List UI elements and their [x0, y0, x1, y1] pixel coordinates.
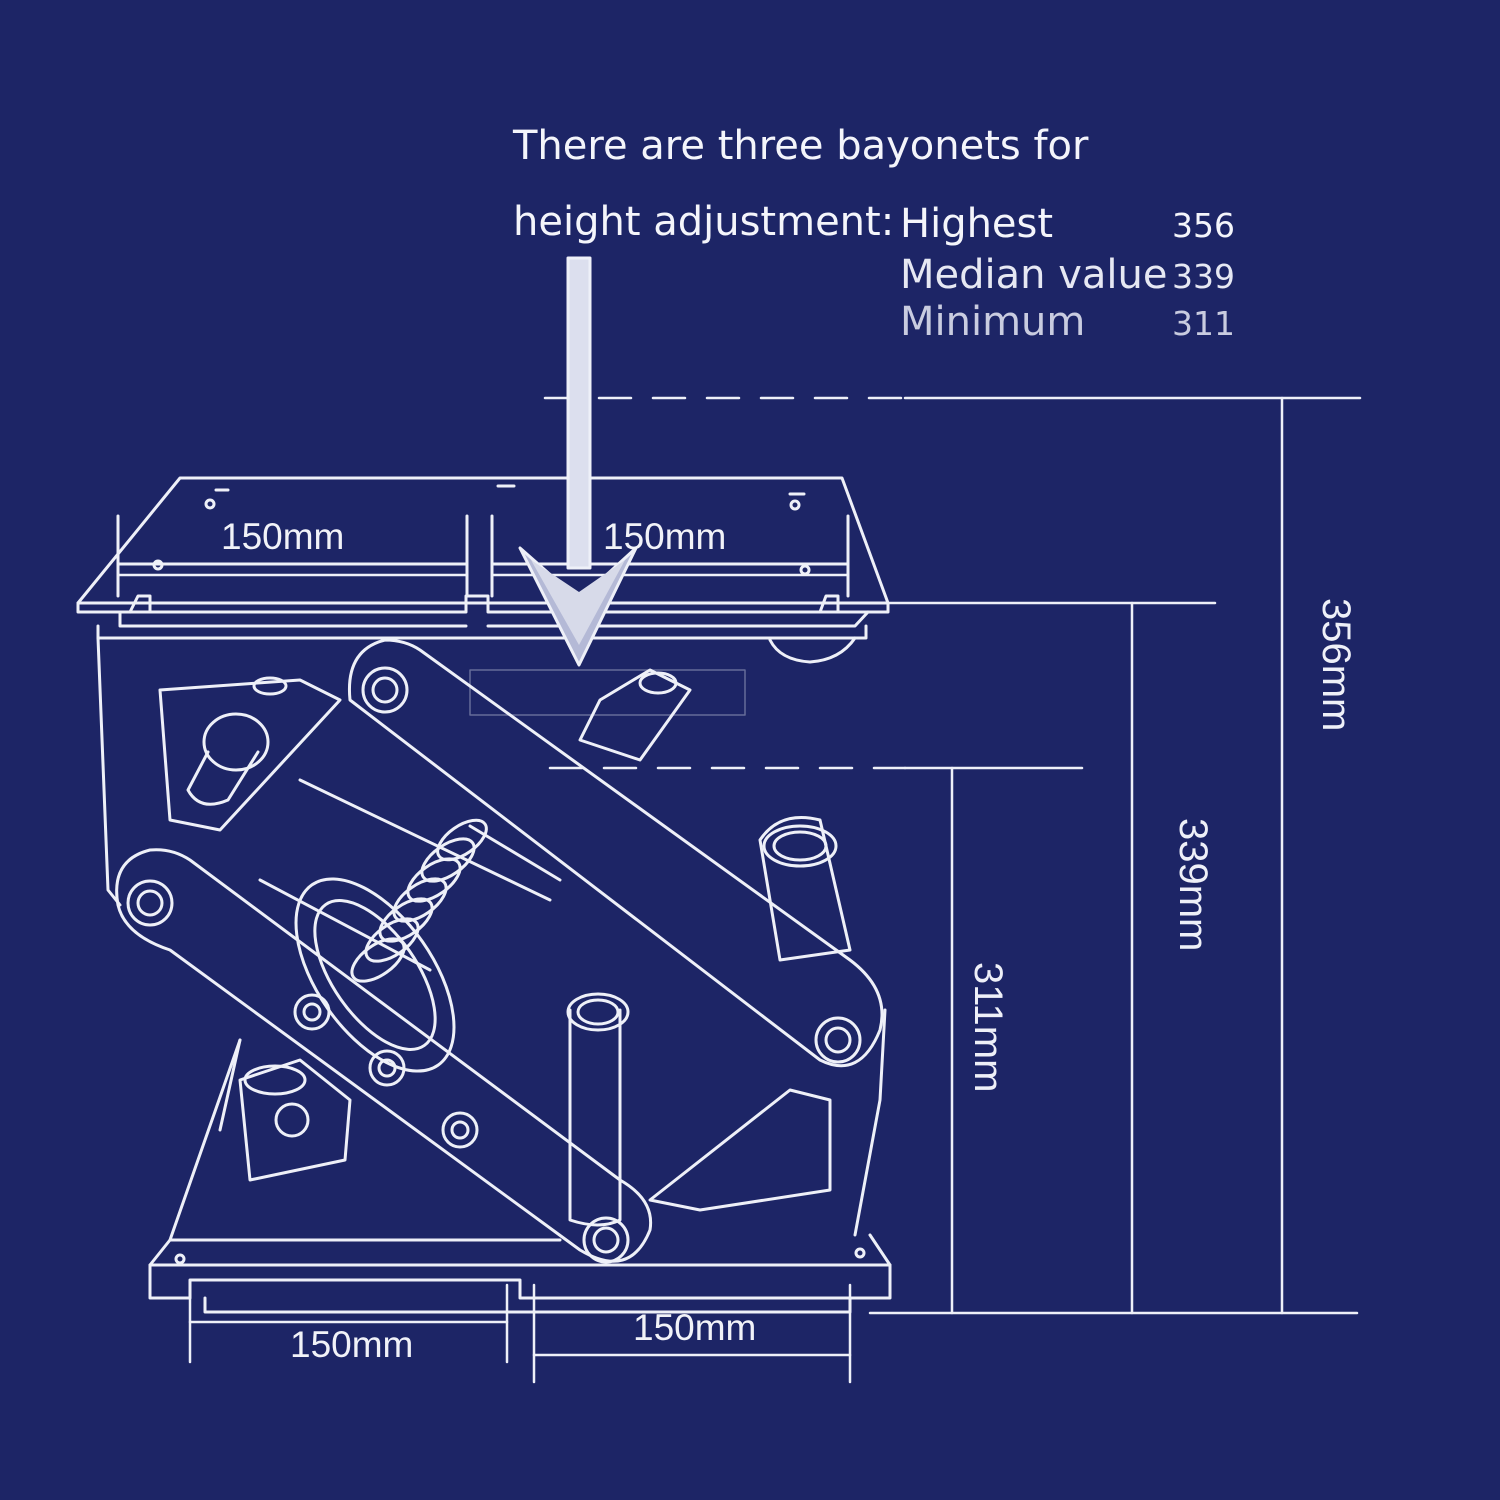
level-minimum-value: 311: [1172, 304, 1235, 343]
level-highest-value: 356: [1172, 206, 1235, 245]
top-plate: [76, 476, 890, 664]
intro-line-1: There are three bayonets for: [513, 123, 1089, 169]
width-label-bottom-left: 150mm: [290, 1324, 414, 1365]
spring-assembly: [294, 818, 562, 1073]
dashed-reference-lines: [543, 396, 907, 770]
level-median-value: 339: [1172, 257, 1235, 296]
level-minimum-label: Minimum: [900, 299, 1086, 345]
base-frame: [148, 1008, 892, 1314]
height-label-356: 356mm: [1314, 598, 1358, 732]
width-label-top-right: 150mm: [603, 516, 727, 557]
height-label-311: 311mm: [966, 962, 1010, 1093]
right-pivot-post: [758, 816, 852, 962]
damper-tube: [469, 668, 746, 762]
height-dimension-lines: [868, 396, 1362, 1315]
level-median-label: Median value: [900, 252, 1168, 298]
level-highest-label: Highest: [900, 201, 1054, 247]
lower-bracket: [218, 1038, 352, 1182]
lower-posts: [566, 992, 832, 1227]
down-arrow: [518, 256, 638, 667]
upper-scissor-arm: [347, 638, 884, 1068]
height-label-339: 339mm: [1171, 818, 1215, 952]
intro-line-2: height adjustment:: [513, 199, 895, 245]
width-label-top-left: 150mm: [221, 516, 345, 557]
lower-scissor-arm: [115, 848, 653, 1264]
width-label-bottom-right: 150mm: [633, 1307, 757, 1348]
